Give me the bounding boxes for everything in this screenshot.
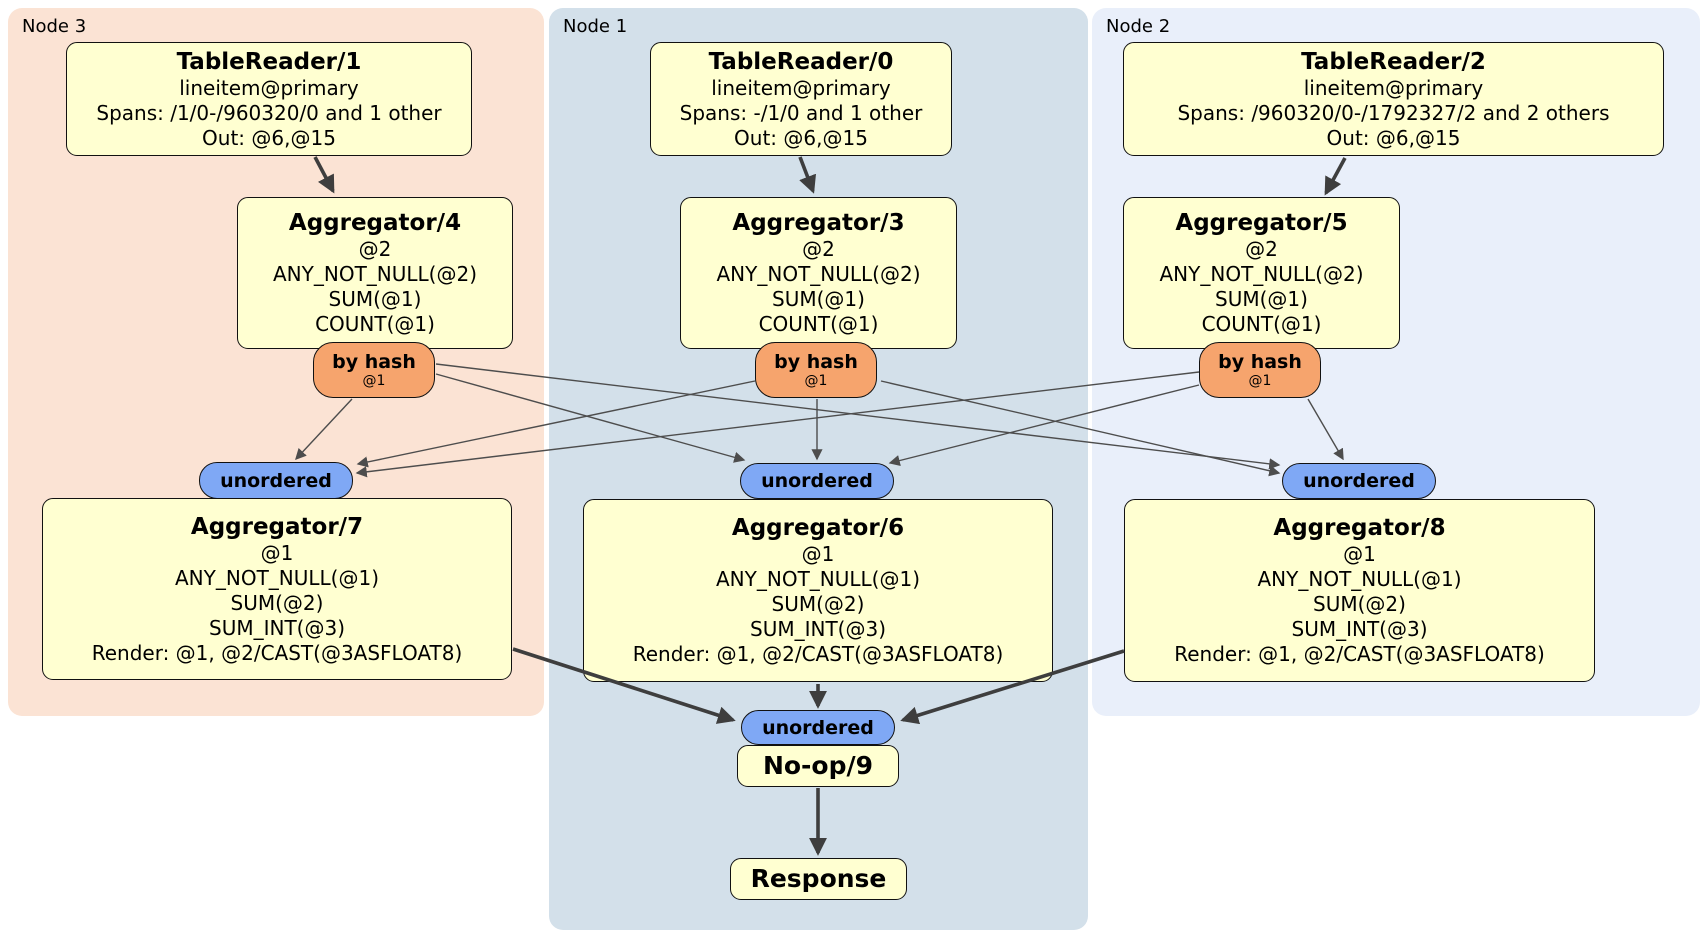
processor-line: Out: @6,@15 (1326, 125, 1461, 150)
sync-label: unordered (762, 716, 874, 739)
processor-line: @2 (802, 237, 835, 261)
processor-line: SUM(@1) (328, 287, 422, 311)
router-by-hash-1: by hash @1 (313, 342, 435, 398)
sync-unordered-final: unordered (741, 710, 895, 745)
router-label: by hash (1218, 351, 1302, 373)
region-node3-label: Node 3 (22, 16, 87, 37)
processor-noop-9: No-op/9 (737, 745, 899, 787)
processor-title: Aggregator/6 (731, 515, 905, 541)
processor-line: @2 (358, 237, 392, 261)
processor-line: ANY_NOT_NULL(@2) (273, 262, 477, 286)
processor-line: lineitem@primary (1303, 75, 1484, 100)
processor-line: @2 (1245, 237, 1278, 261)
processor-line: Spans: /1/0-/960320/0 and 1 other (96, 100, 442, 125)
processor-aggregator-8: Aggregator/8 @1 ANY_NOT_NULL(@1) SUM(@2)… (1124, 499, 1595, 682)
sync-unordered-center: unordered (740, 463, 894, 499)
router-label: by hash (774, 351, 858, 373)
processor-line: Spans: -/1/0 and 1 other (679, 100, 923, 125)
processor-aggregator-7: Aggregator/7 @1 ANY_NOT_NULL(@1) SUM(@2)… (42, 498, 512, 680)
processor-line: SUM(@2) (771, 592, 865, 616)
router-detail: @1 (804, 373, 828, 389)
processor-line: SUM_INT(@3) (209, 615, 345, 640)
router-detail: @1 (1248, 373, 1272, 389)
processor-aggregator-5: Aggregator/5 @2 ANY_NOT_NULL(@2) SUM(@1)… (1123, 197, 1400, 349)
processor-aggregator-4: Aggregator/4 @2 ANY_NOT_NULL(@2) SUM(@1)… (237, 197, 513, 349)
processor-line: SUM(@1) (772, 287, 865, 311)
processor-title: Aggregator/5 (1175, 210, 1348, 236)
processor-title: TableReader/0 (708, 48, 894, 75)
router-by-hash-2: by hash @1 (755, 342, 877, 398)
processor-line: SUM_INT(@3) (750, 617, 886, 641)
processor-line: lineitem@primary (711, 75, 891, 100)
processor-line: Render: @1, @2/CAST(@3ASFLOAT8) (91, 640, 463, 665)
response-box: Response (730, 858, 907, 900)
processor-title: Aggregator/7 (190, 513, 364, 540)
processor-line: @1 (801, 542, 835, 566)
region-node1-label: Node 1 (563, 16, 628, 37)
processor-title: TableReader/2 (1301, 48, 1486, 75)
router-detail: @1 (362, 373, 386, 389)
processor-line: Spans: /960320/0-/1792327/2 and 2 others (1177, 100, 1610, 125)
response-title: Response (750, 864, 887, 893)
processor-line: SUM_INT(@3) (1291, 617, 1428, 641)
processor-line: lineitem@primary (179, 75, 359, 100)
processor-line: Out: @6,@15 (202, 125, 336, 150)
sync-label: unordered (761, 470, 873, 492)
processor-title: Aggregator/8 (1273, 515, 1446, 541)
processor-title: Aggregator/4 (288, 210, 462, 236)
processor-line: ANY_NOT_NULL(@1) (175, 565, 379, 590)
processor-line: SUM(@1) (1215, 287, 1308, 311)
processor-title: TableReader/1 (176, 48, 362, 75)
processor-aggregator-6: Aggregator/6 @1 ANY_NOT_NULL(@1) SUM(@2)… (583, 499, 1053, 682)
sync-unordered-right: unordered (1282, 463, 1436, 499)
processor-line: Render: @1, @2/CAST(@3ASFLOAT8) (1174, 642, 1545, 666)
router-label: by hash (332, 351, 416, 373)
processor-line: COUNT(@1) (315, 312, 435, 336)
router-by-hash-3: by hash @1 (1199, 342, 1321, 398)
processor-line: @1 (260, 540, 294, 565)
sync-unordered-left: unordered (199, 462, 353, 499)
processor-line: SUM(@2) (1313, 592, 1406, 616)
processor-line: COUNT(@1) (1201, 312, 1322, 336)
processor-tablereader-1: TableReader/1 lineitem@primary Spans: /1… (66, 42, 472, 156)
processor-title: No-op/9 (762, 751, 874, 780)
processor-line: Out: @6,@15 (734, 125, 868, 150)
processor-line: ANY_NOT_NULL(@2) (1159, 262, 1364, 286)
processor-line: ANY_NOT_NULL(@2) (716, 262, 921, 286)
processor-aggregator-3: Aggregator/3 @2 ANY_NOT_NULL(@2) SUM(@1)… (680, 197, 957, 349)
processor-tablereader-0: TableReader/0 lineitem@primary Spans: -/… (650, 42, 952, 156)
processor-tablereader-2: TableReader/2 lineitem@primary Spans: /9… (1123, 42, 1664, 156)
processor-line: ANY_NOT_NULL(@1) (716, 567, 920, 591)
processor-line: COUNT(@1) (758, 312, 879, 336)
processor-line: ANY_NOT_NULL(@1) (1257, 567, 1462, 591)
region-node2-label: Node 2 (1106, 16, 1171, 37)
sync-label: unordered (1303, 470, 1415, 492)
processor-line: Render: @1, @2/CAST(@3ASFLOAT8) (632, 642, 1004, 666)
processor-line: SUM(@2) (230, 590, 324, 615)
processor-title: Aggregator/3 (732, 210, 905, 236)
sync-label: unordered (220, 469, 332, 492)
processor-line: @1 (1343, 542, 1376, 566)
